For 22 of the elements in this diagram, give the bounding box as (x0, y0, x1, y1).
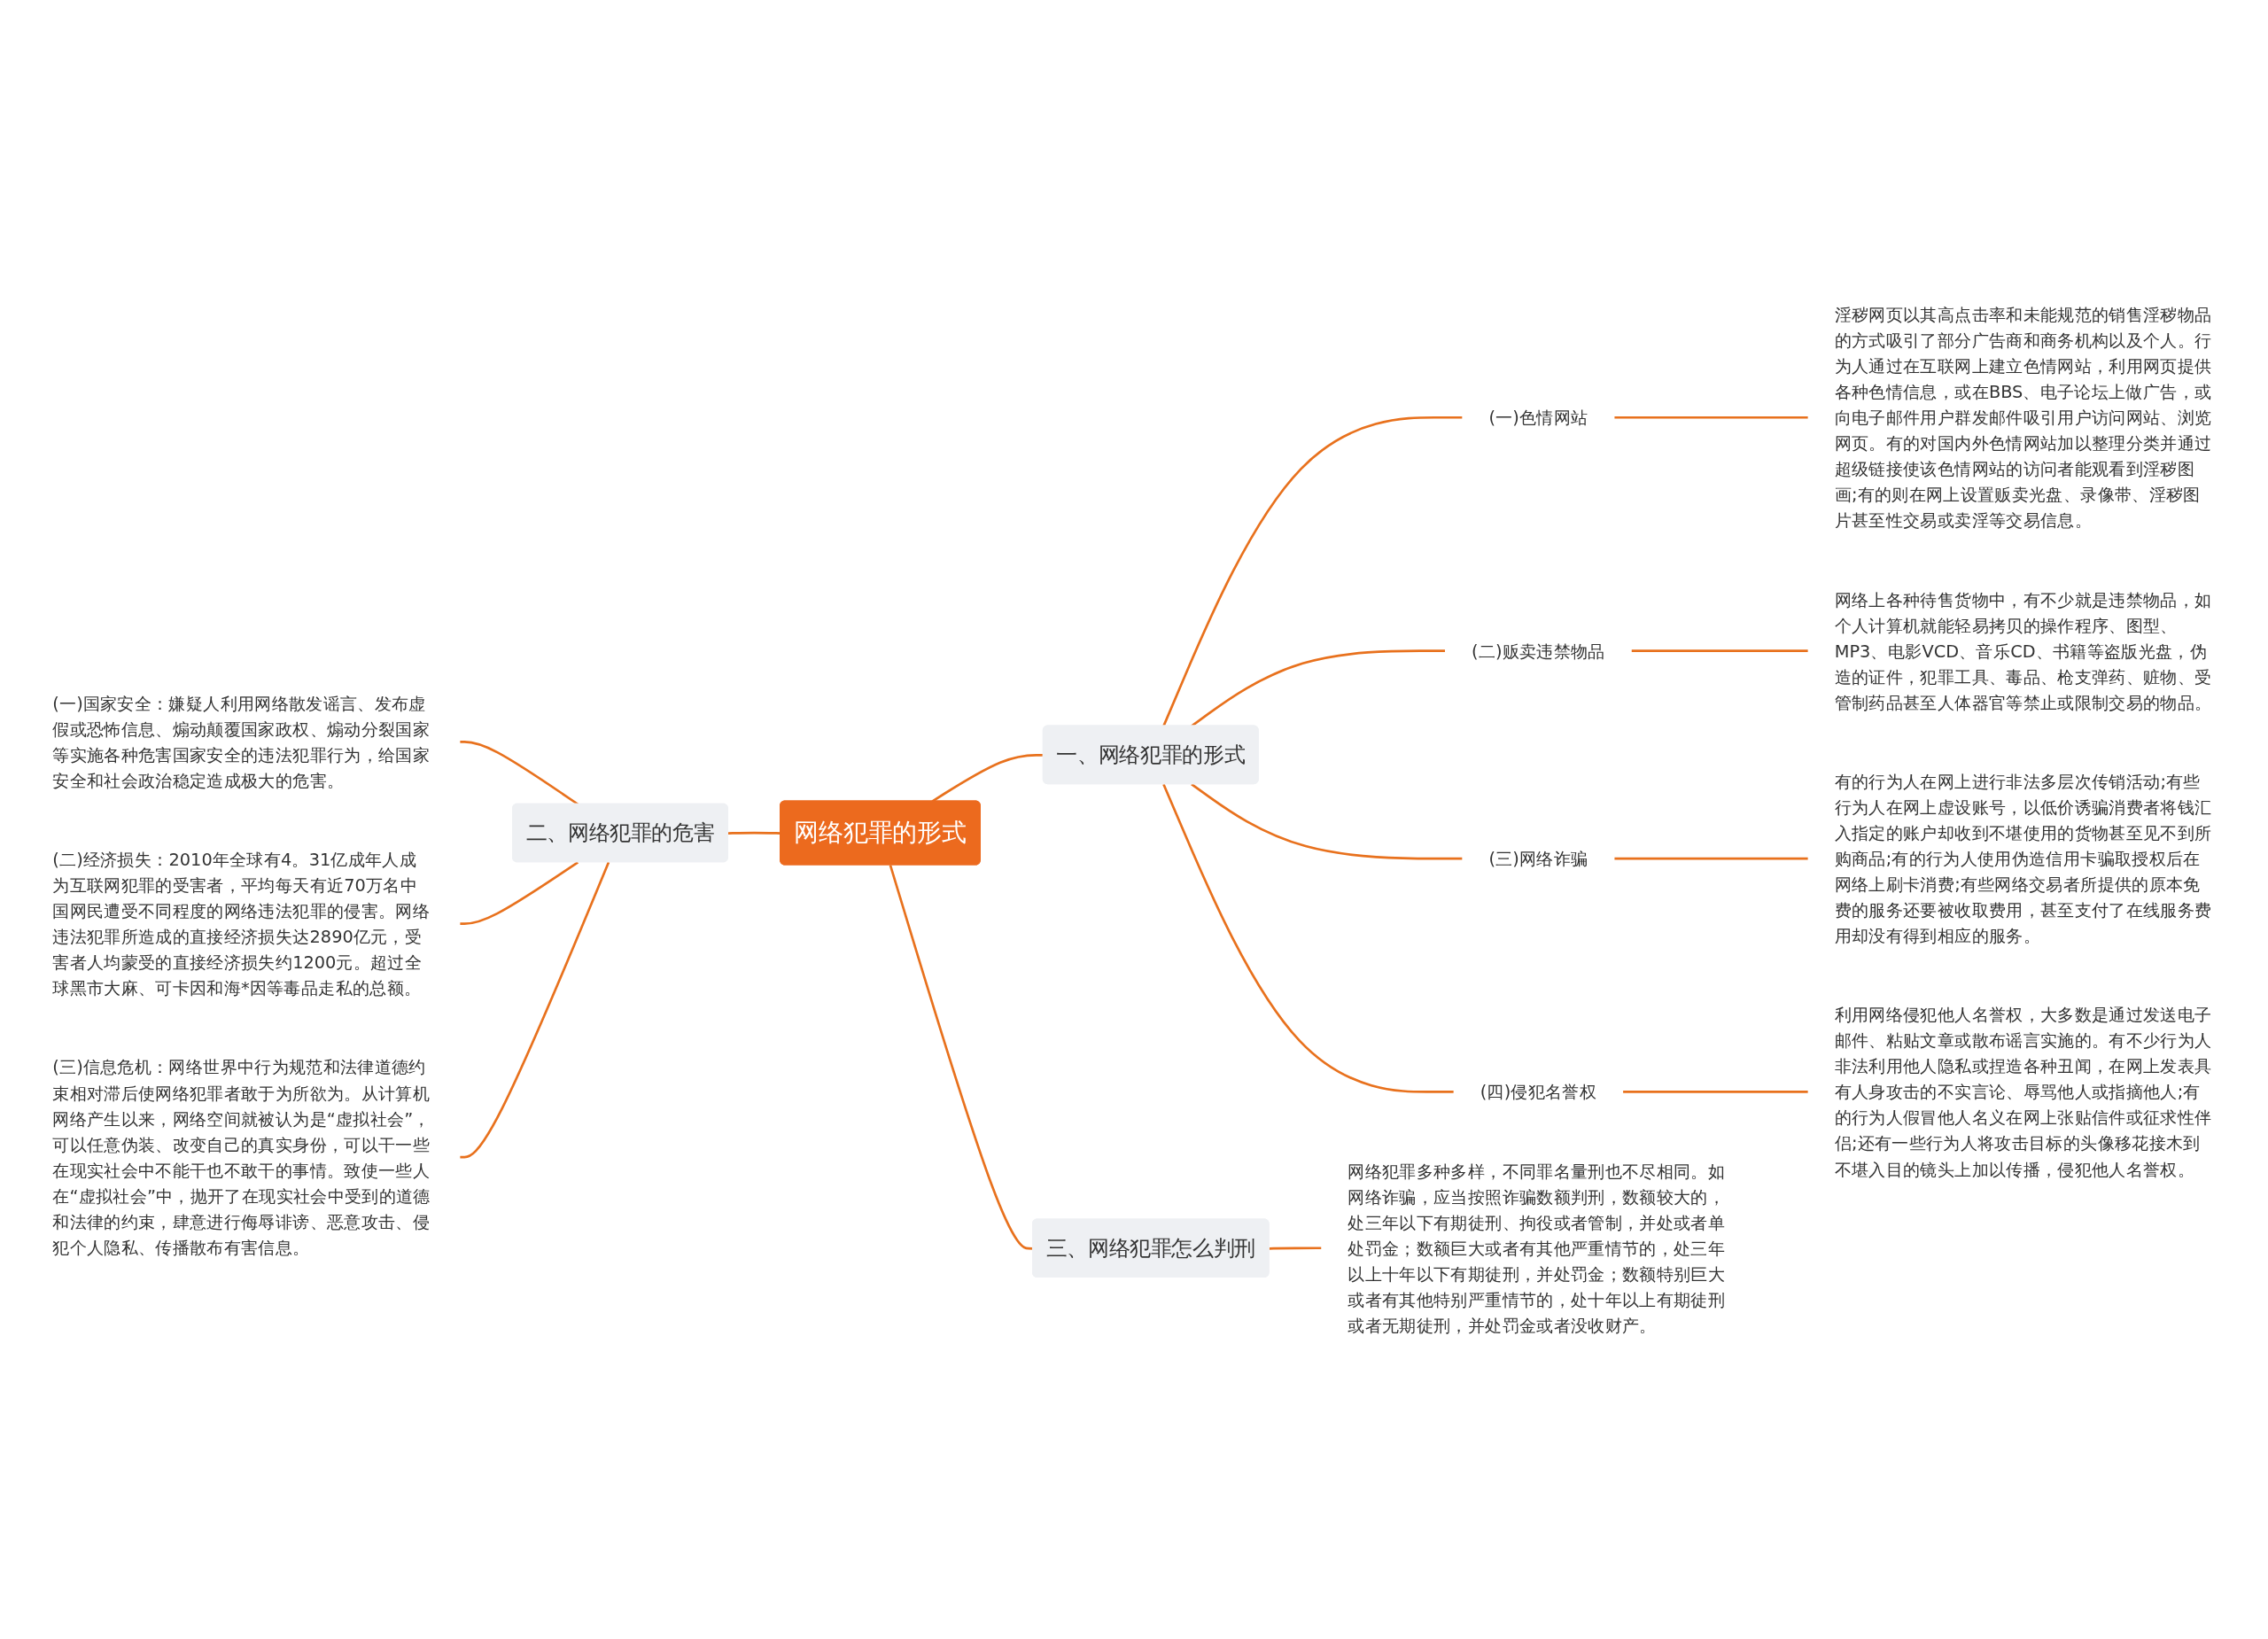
node-text: (二)经济损失：2010年全球有4。31亿成年人成为互联网犯罪的受害者，平均每天有近70万名中国网民遭受不同程度的网络违法犯罪的侵害。网络违法犯罪所造成的直接经济损失达2890亿元，受害者人均蒙受的直接经济损失约1200元。超过全球黑市大麻、可卡因和海*因等毒品走私的总额。 (52, 849, 430, 998)
connector (1631, 649, 1808, 652)
connector (1191, 782, 1463, 859)
connector (1623, 1090, 1808, 1093)
node-text: 有的行为人在网上进行非法多层次传销活动;有些行为人在网上虚设账号，以低价诱骗消费者将钱汇入指定的账户却收到不堪使用的货物甚至见不到所购商品;有的行为人使用伪造信用卡骗取授权后在网络上刷卡消费;有些网络交易者所提供的原本免费的服务还要被收取费用，甚至支付了在线服务费用却没有得到相应的服务。 (1834, 771, 2212, 945)
node-text: (一)色情网站 (1488, 407, 1588, 428)
node-text: (一)国家安全：嫌疑人利用网络散发谣言、发布虚假或恐怖信息、煽动颠覆国家政权、煽动分裂国家等实施各种危害国家安全的违法犯罪行为，给国家安全和社会政治稳定造成极大的危害。 (52, 693, 430, 790)
connector (1269, 1246, 1322, 1250)
node-text: (三)信息危机：网络世界中行为规范和法律道德约束相对滞后使网络犯罪者敢于为所欲为。从计算机网络产生以来，网络空间就被认为是“虚拟社会”，可以任意伪装、改变自己的真实身份，可以干一些在现实社会中不能干也不敢干的事情。致使一些人在“虚拟社会”中，抛开了在现实社会中受到的道德和法律的约束，肆意进行侮辱诽谤、恶意攻击、侵犯个人隐私、传播散布有害信息。 (52, 1056, 431, 1257)
connector (1614, 416, 1808, 419)
connector (460, 860, 579, 925)
node-text: (二)贩卖违禁物品 (1472, 640, 1605, 661)
node-text: 网络上各种待售货物中，有不少就是违禁物品，如个人计算机就能轻易拷贝的操作程序、图型、MP3、电影VCD、音乐CD、书籍等盗版光盘，伪造的证件，犯罪工具、毒品、枪支弹药、赃物、受管制药品甚至人体器官等禁止或限制交易的物品。 (1834, 588, 2212, 712)
node-text: 网络犯罪多种多样，不同罪名量刑也不尽相同。如网络诈骗，应当按照诈骗数额判刑，数额较大的，处三年以下有期徒刑、拘役或者管制，并处或者单处罚金；数额巨大或者有其他严重情节的，处三年以上十年以下有期徒刑，并处罚金；数额特别巨大或者有其他特别严重情节的，处十年以上有期徒刑或者无期徒刑，并处罚金或者没收财产。 (1348, 1160, 1726, 1335)
connector (1614, 857, 1808, 859)
connector (1162, 416, 1463, 726)
connector (460, 861, 610, 1158)
connector (1162, 783, 1454, 1093)
node-text: (三)网络诈骗 (1488, 848, 1588, 868)
node-text: 利用网络侵犯他人名誉权，大多数是通过发送电子邮件、粘贴文章或散布谣言实施的。有不少行为人非法利用他人隐私或捏造各种丑闻，在网上发表具有人身攻击的不实言论、辱骂他人或指摘他人;有的行为人假冒他人名义在网上张贴信件或征求性伴侣;还有一些行为人将攻击目标的头像移花接木到不堪入目的镜头上加以传播，侵犯他人名誉权。 (1834, 1004, 2212, 1179)
node-text: 淫秽网页以其高点击率和未能规范的销售淫秽物品的方式吸引了部分广告商和商务机构以及个人。行为人通过在互联网上建立色情网站，利用网页提供各种色情信息，或在BBS、电子论坛上做广告，或向电子邮件用户群发邮件吸引用户访问网站、浏览网页。有的对国内外色情网站加以整理分类并通过超级链接使该色情网站的访问者能观看到淫秽图画;有的则在网上设置贩卖光盘、录像带、淫秽图片甚至性交易或卖淫等交易信息。 (1834, 304, 2212, 531)
node-text: (四)侵犯名誉权 (1480, 1081, 1596, 1102)
